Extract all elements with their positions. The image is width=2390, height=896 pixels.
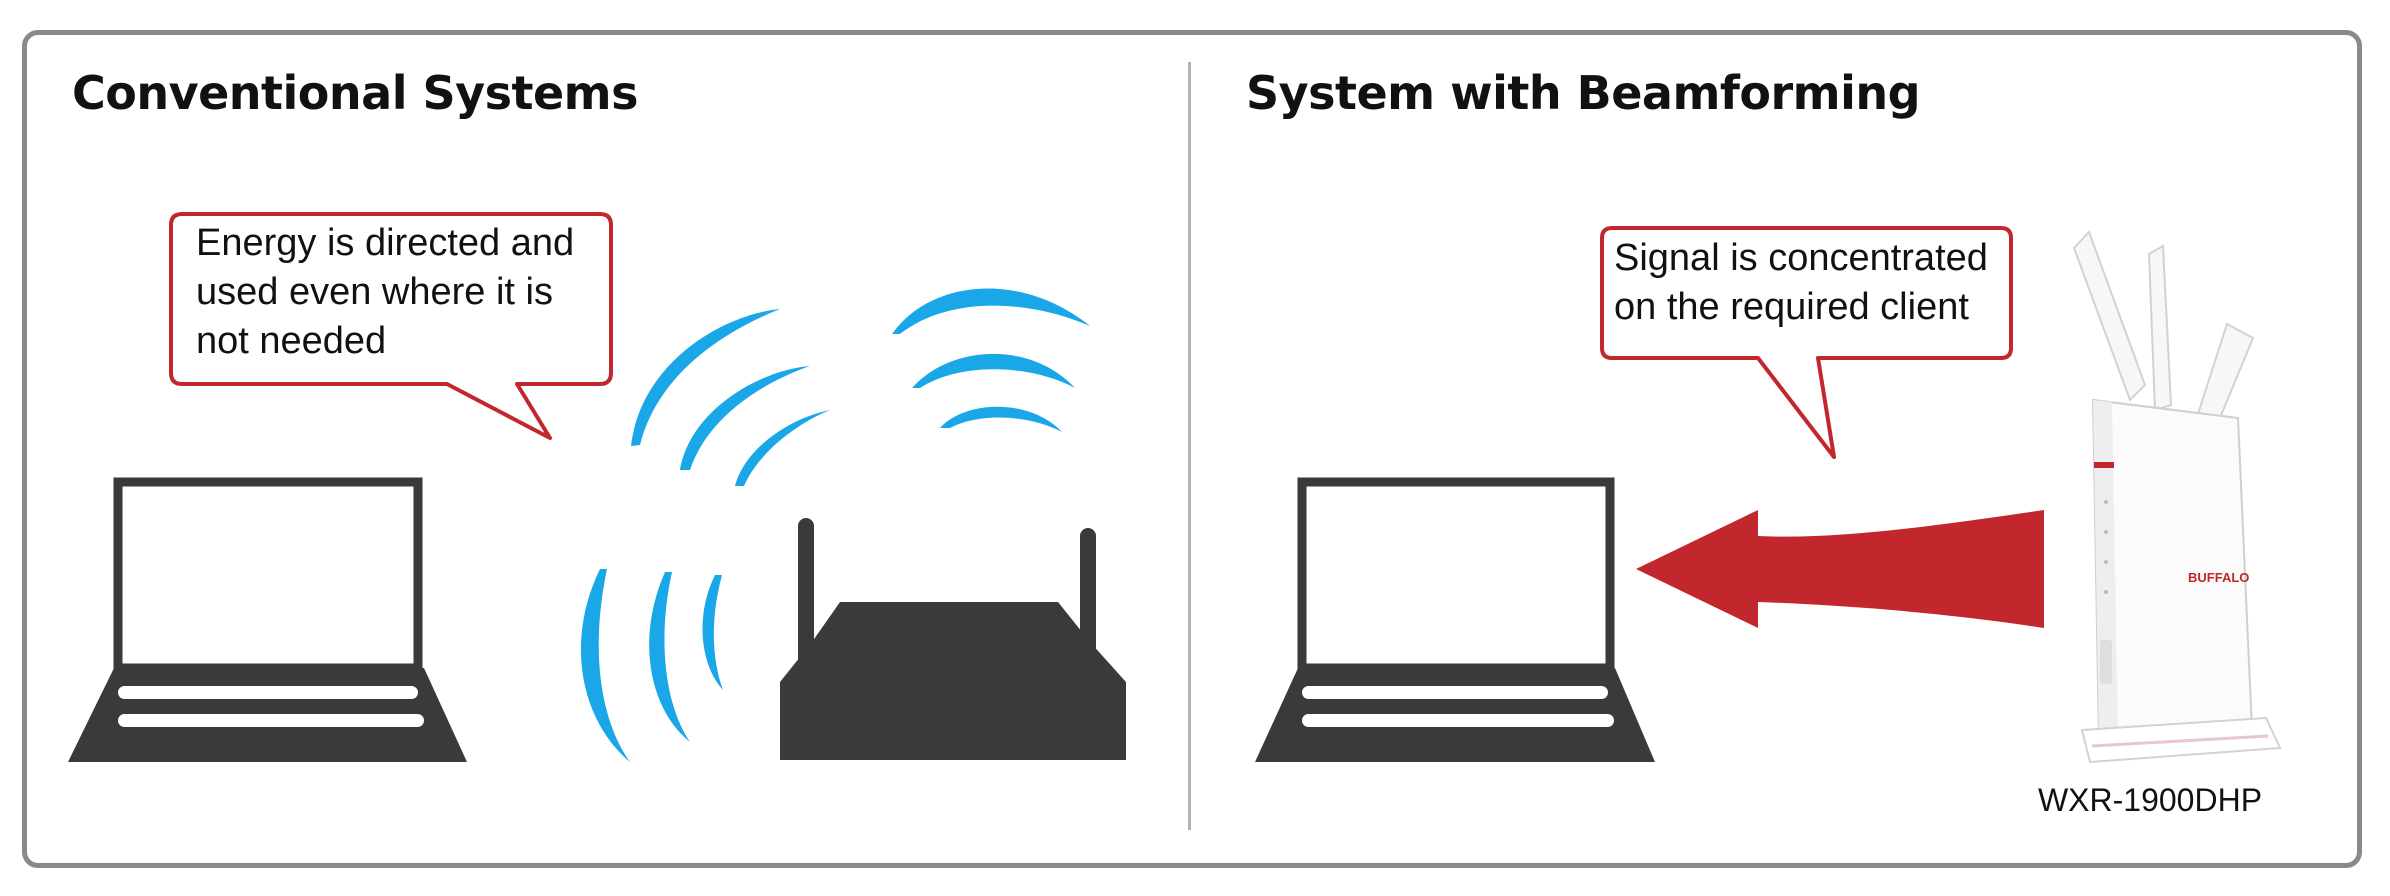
left-callout-bubble <box>169 212 613 440</box>
router-brand-label: BUFFALO <box>2188 570 2249 585</box>
left-callout-line: used even where it is <box>196 271 553 313</box>
left-callout-line: not needed <box>196 320 387 362</box>
right-callout-line: on the required client <box>1614 286 1969 328</box>
wxr-1900dhp-router-image: BUFFALO <box>2072 230 2282 764</box>
wifi-waves-icon <box>580 288 1090 762</box>
laptop-icon-right <box>1255 477 1655 762</box>
router-model-label: WXR-1900DHP <box>2037 782 2263 818</box>
right-callout-bubble <box>1600 226 2013 459</box>
panel-divider <box>1188 62 1191 830</box>
conventional-systems-title: Conventional Systems <box>72 66 638 120</box>
left-callout-text: Energy is directed and used even where i… <box>196 219 574 366</box>
right-callout-text: Signal is concentrated on the required c… <box>1614 234 1988 332</box>
beamforming-signal-arrow <box>1636 510 2044 628</box>
router-icon-left <box>780 518 1126 760</box>
beamforming-system-title: System with Beamforming <box>1246 66 1921 120</box>
laptop-icon-left <box>68 477 467 762</box>
right-callout-line: Signal is concentrated <box>1614 237 1988 279</box>
left-callout-line: Energy is directed and <box>196 222 575 264</box>
